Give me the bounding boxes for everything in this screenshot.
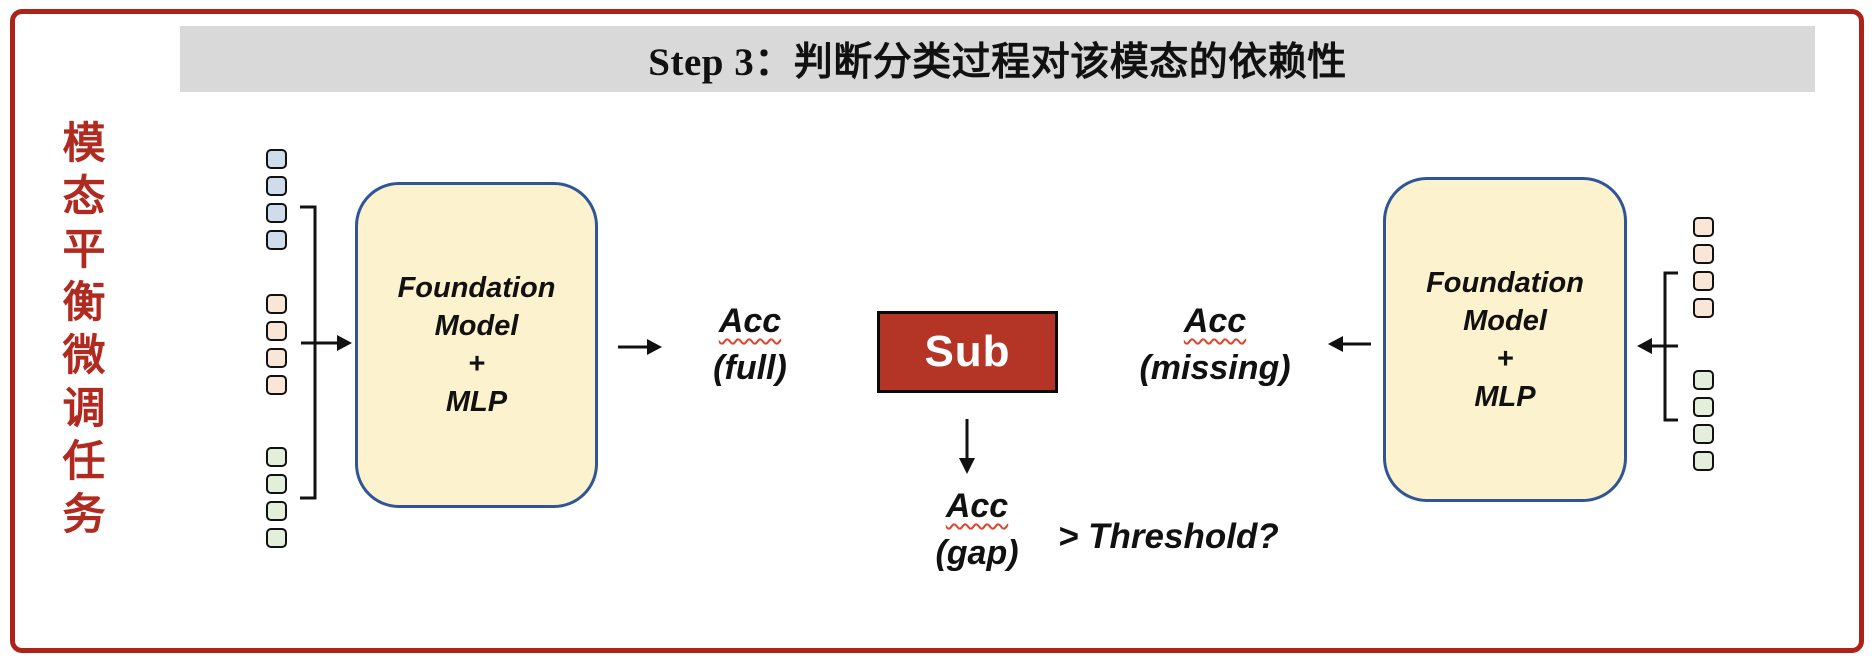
acc-missing-qualifier: (missing) [1139,349,1291,387]
modality-c-token [1693,424,1714,444]
sub-label: Sub [924,327,1011,376]
acc-gap-word: Acc [945,487,1009,525]
acc-full-word: Acc [718,302,782,340]
sub-operation-box: Sub [877,311,1058,393]
modality-c-token [266,528,287,548]
modality-c-token [266,501,287,521]
modality-c-token [1693,451,1714,471]
step-title: Step 3：判断分类过程对该模态的依赖性 [648,41,1347,84]
frame-border [10,9,1864,653]
step-header-bar: Step 3：判断分类过程对该模态的依赖性 [180,26,1815,92]
modality-b-token [266,321,287,341]
modality-b-token [1693,217,1714,237]
acc-missing-word: Acc [1183,302,1247,340]
right-token-group-green [1693,370,1714,471]
modality-b-token [1693,271,1714,291]
modality-b-token [1693,244,1714,264]
modality-a-token [266,203,287,223]
modality-b-token [266,375,287,395]
modality-a-token [266,230,287,250]
modality-a-token [266,176,287,196]
threshold-question-label: > Threshold? [1058,517,1279,556]
acc-full-label: Acc (full) [650,302,850,387]
modality-a-token [266,149,287,169]
modality-c-token [1693,370,1714,390]
modality-b-token [266,294,287,314]
vertical-task-label: 模态平衡微调任务 [56,120,103,544]
left-token-group-green [266,447,287,548]
acc-gap-label: Acc (gap) [877,487,1077,572]
modality-b-token [1693,298,1714,318]
foundation-model-box-left: Foundation Model + MLP [355,182,598,508]
foundation-model-box-right: Foundation Model + MLP [1383,177,1627,502]
acc-gap-qualifier: (gap) [935,534,1019,572]
acc-missing-label: Acc (missing) [1103,302,1327,387]
left-token-group-peach [266,294,287,395]
modality-c-token [1693,397,1714,417]
modality-c-token [266,447,287,467]
modality-c-token [266,474,287,494]
left-token-group-blue [266,149,287,250]
foundation-model-label-left: Foundation Model + MLP [397,272,556,418]
foundation-model-label-right: Foundation Model + MLP [1426,266,1584,413]
modality-b-token [266,348,287,368]
acc-full-qualifier: (full) [713,349,787,387]
right-token-group-peach [1693,217,1714,318]
